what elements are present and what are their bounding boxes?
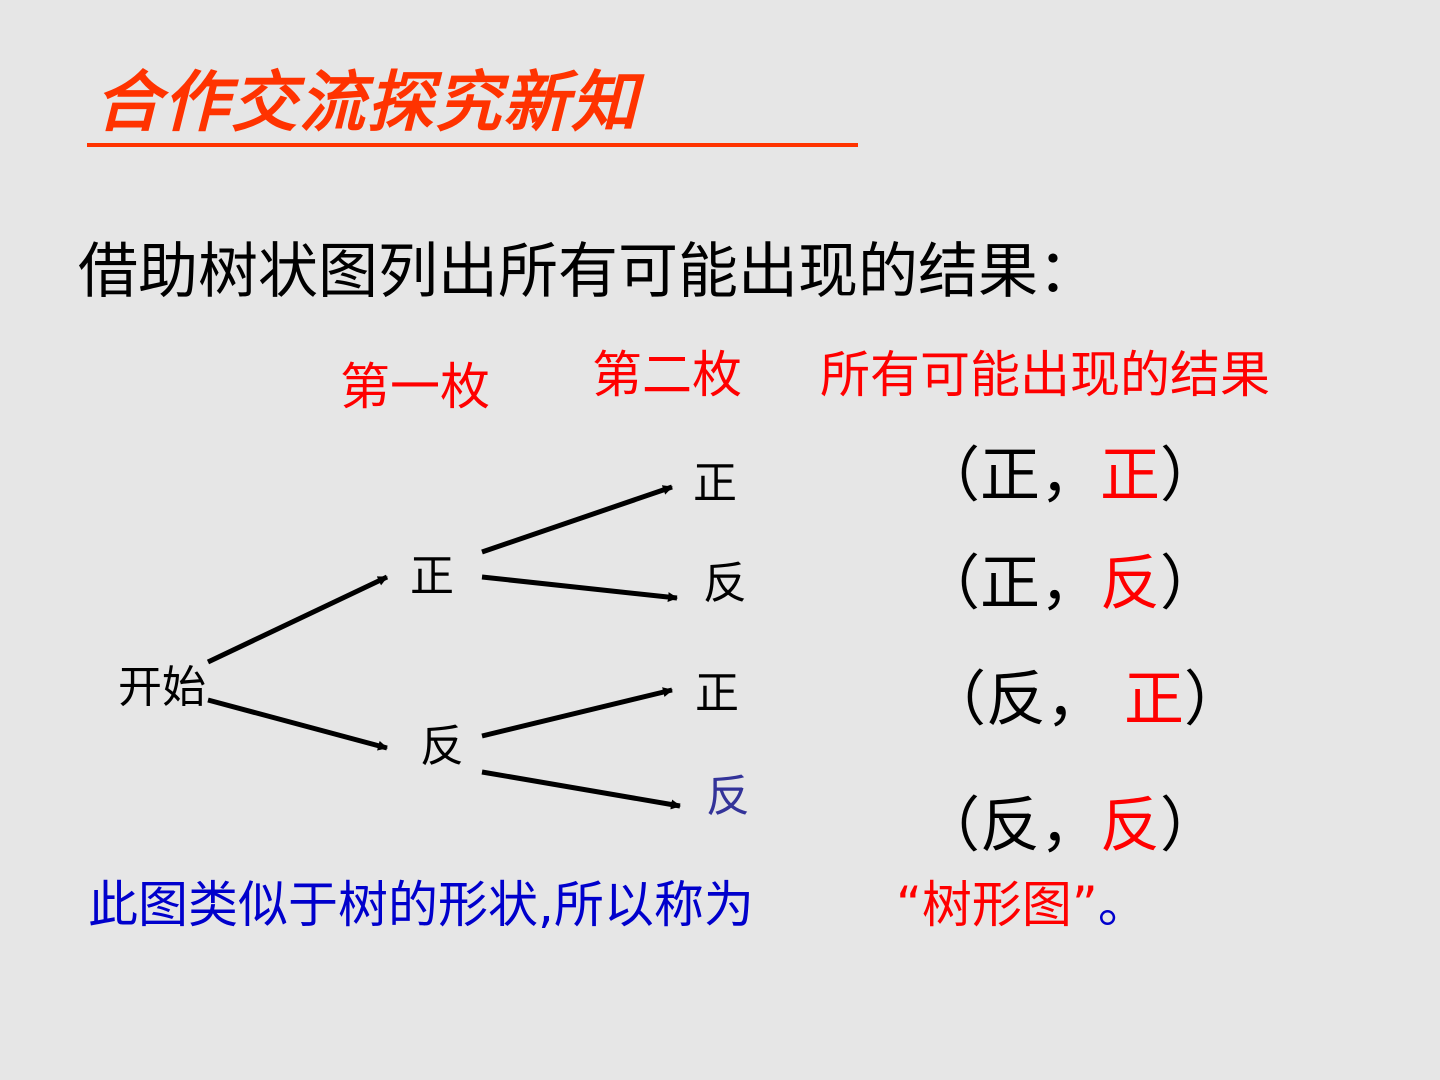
branch-heads-to-tails xyxy=(481,574,678,603)
column-header-all-results: 所有可能出现的结果 xyxy=(820,346,1270,404)
slide-title: 合作交流探究新知 xyxy=(95,64,639,141)
tree-node-level2-heads-heads: 正 xyxy=(693,458,737,509)
column-header-first-coin: 第一枚 xyxy=(340,358,490,416)
footer-quoted-term: “树形图” xyxy=(896,876,1098,934)
tree-node-level2-tails-tails: 反 xyxy=(706,771,750,822)
branch-tails-to-heads xyxy=(481,687,673,739)
result-row: （反，反） xyxy=(920,791,1220,861)
column-header-second-coin: 第二枚 xyxy=(592,346,742,404)
branch-tails-to-tails xyxy=(481,769,681,810)
tree-node-level2-heads-tails: 反 xyxy=(703,558,747,609)
result-row: （正，正） xyxy=(920,441,1220,511)
result-row: （正，反） xyxy=(920,549,1220,619)
footer-term: “树形图”。 xyxy=(896,880,1148,930)
tree-node-start: 开始 xyxy=(118,662,206,713)
subtitle: 借助树状图列出所有可能出现的结果： xyxy=(78,237,1098,307)
title-underline xyxy=(87,143,858,147)
tree-node-level1-heads: 正 xyxy=(410,551,454,602)
result-row: （反，正） xyxy=(926,665,1244,735)
tree-node-level1-tails: 反 xyxy=(420,721,464,772)
branch-start-to-heads xyxy=(206,574,389,665)
tree-node-level2-tails-heads: 正 xyxy=(695,668,739,719)
footer-period: 。 xyxy=(1097,876,1148,934)
branch-heads-to-heads xyxy=(481,484,673,555)
branch-start-to-tails xyxy=(207,697,388,751)
footer-text: 此图类似于树的形状,所以称为 xyxy=(88,876,754,934)
